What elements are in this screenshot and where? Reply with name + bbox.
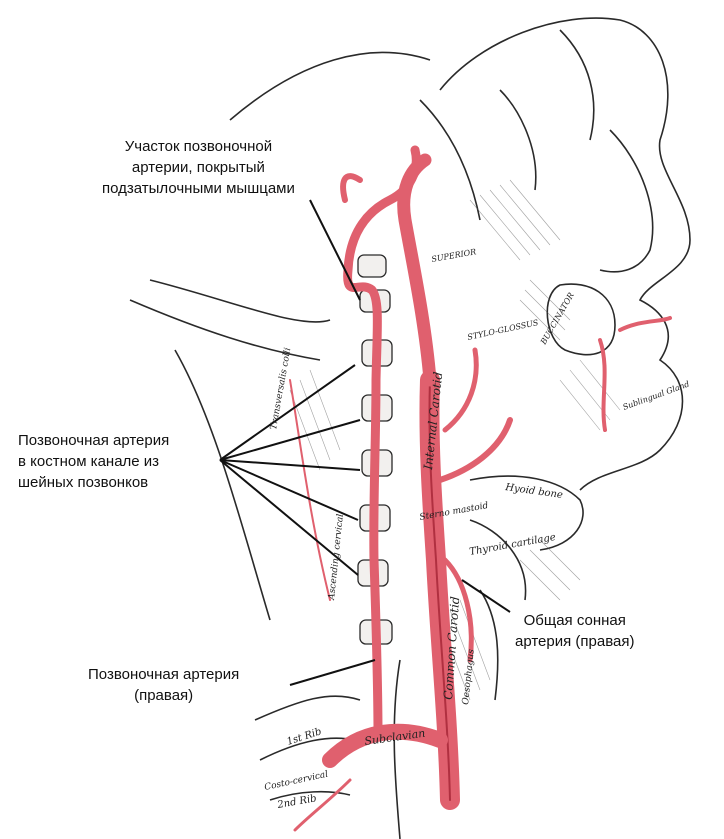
- label-first-rib: 1st Rib: [286, 726, 323, 748]
- callout-vertebral-canal: Позвоночная артерия в костном канале из …: [18, 430, 169, 493]
- callout-suboccipital-segment: Участок позвоночной артерии, покрытый по…: [102, 136, 295, 199]
- arteries: [289, 145, 672, 832]
- callout-line: артерия (правая): [515, 633, 635, 650]
- label-sublingual-gland: Sublingual Gland: [622, 379, 691, 411]
- callout-line: Позвоночная артерия: [88, 666, 240, 683]
- leader-lines: [219, 199, 511, 686]
- callout-line: Участок позвоночной: [124, 138, 273, 155]
- callout-line: артерии, покрытый: [131, 159, 265, 176]
- callout-line: Позвоночная артерия: [18, 432, 170, 449]
- vertebral-artery: [343, 145, 421, 740]
- internal-carotid-artery: [397, 153, 437, 387]
- label-costo-cervical: Costo-cervical: [264, 770, 330, 793]
- hatching: [289, 179, 621, 701]
- callout-line: (правая): [134, 687, 194, 704]
- label-superior: SUPERIOR: [431, 247, 477, 264]
- callout-vertebral-artery-right: Позвоночная артерия (правая): [88, 664, 239, 706]
- label-stylo-glossus: STYLO-GLOSSUS: [467, 318, 540, 342]
- label-oesophagus: Oesophagus: [461, 648, 477, 705]
- label-thyroid-cartilage: Thyroid cartilage: [469, 532, 557, 558]
- callout-line: в костном канале из: [18, 453, 160, 470]
- callout-line: Общая сонная: [523, 612, 626, 629]
- head-outline: [129, 17, 691, 839]
- callout-line: подзатылочными мышцами: [102, 180, 295, 197]
- callout-common-carotid-right: Общая сонная артерия (правая): [515, 610, 634, 652]
- callout-line: шейных позвонков: [18, 474, 149, 491]
- label-buccinator: BUCCINATOR: [538, 291, 575, 347]
- label-ascending-cervical: Ascending cervical: [327, 513, 346, 601]
